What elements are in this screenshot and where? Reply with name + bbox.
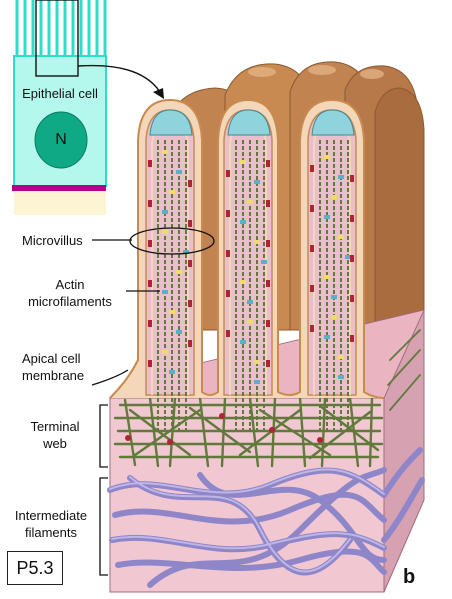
- microvillus-cap: [149, 109, 193, 136]
- terminal-web-crosslinks: [125, 413, 323, 445]
- apical-label-line2: membrane: [22, 368, 85, 383]
- microvillus-highlight-ellipse: [129, 227, 215, 255]
- actin-bundles: [157, 140, 349, 430]
- inset-highlight-box: [35, 0, 79, 77]
- microvillus-cap: [311, 109, 355, 136]
- leader-lines: [91, 227, 215, 576]
- actin-label-line1: Actin: [55, 277, 85, 292]
- apical-label-line1: Apical cell: [22, 351, 81, 366]
- epithelial-cell-label: Epithelial cell: [22, 86, 98, 101]
- intermediate-filaments-highlight: [109, 468, 385, 573]
- terminal-label-line1: Terminal: [30, 419, 80, 434]
- terminal-web: [113, 329, 421, 468]
- terminal-label-line2: web: [43, 436, 67, 451]
- pointer-arrowhead: [153, 88, 164, 99]
- actin-label-line2: microfilaments: [28, 294, 112, 309]
- inset-basement-membrane: [12, 185, 106, 191]
- actin-crosslinks-blue: [162, 170, 351, 384]
- epithelial-cell-inset: [12, 0, 107, 215]
- actin-microfilaments-label: Actin microfilaments: [12, 276, 128, 310]
- pointer-arrow: [77, 64, 161, 93]
- intermediate-label-line2: filaments: [24, 525, 78, 540]
- front-microvilli: [109, 98, 385, 399]
- nucleus-label: N: [55, 131, 67, 148]
- terminal-web-bracket: [99, 404, 108, 468]
- terminal-web-label: Terminal web: [18, 418, 92, 452]
- apical-cell-membrane-label: Apical cell membrane: [22, 350, 84, 384]
- panel-letter: b: [403, 566, 416, 588]
- panel-id-box: P5.3: [7, 551, 63, 585]
- inset-microvilli: [15, 0, 107, 56]
- actin-crosslinks-yellow: [162, 150, 344, 364]
- microvillus-cap: [227, 109, 271, 136]
- intermediate-filaments-label: Intermediate filaments: [4, 507, 98, 541]
- inset-nucleus: [34, 111, 88, 169]
- back-row-microvilli: [164, 61, 425, 331]
- inset-basal-fade: [14, 191, 106, 215]
- microvillus-label: Microvillus: [22, 233, 83, 248]
- membrane-links-red: [148, 160, 354, 367]
- intermediate-label-line1: Intermediate: [14, 508, 88, 523]
- intermediate-filaments-bracket: [99, 477, 108, 576]
